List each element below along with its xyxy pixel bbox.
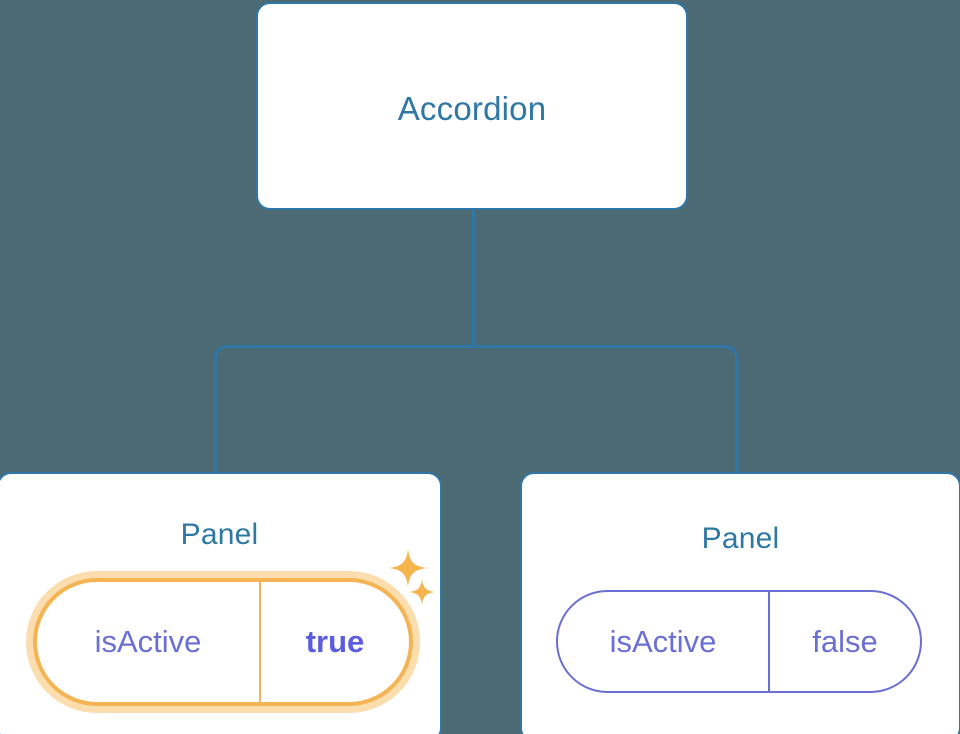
prop-pill-isactive-true[interactable]: isActive true <box>33 578 413 706</box>
prop-value-label: false <box>812 623 878 659</box>
connector-branch-left <box>213 345 474 473</box>
node-accordion[interactable]: Accordion <box>256 2 688 210</box>
prop-key-label: isActive <box>558 592 770 691</box>
prop-key-label: isActive <box>37 582 261 702</box>
node-title-accordion: Accordion <box>397 90 547 127</box>
prop-pill-isactive-false[interactable]: isActive false <box>556 590 922 693</box>
node-title-panel-1: Panel <box>701 522 780 555</box>
node-title-panel-0: Panel <box>180 518 259 551</box>
connector-branch-right <box>473 345 739 473</box>
prop-value-label: true <box>305 624 365 659</box>
